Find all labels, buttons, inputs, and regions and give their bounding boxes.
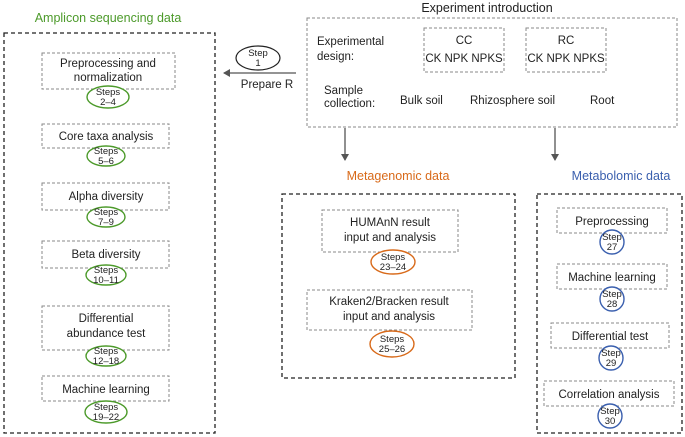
step-badge-30: [597, 403, 623, 429]
step-badge-5-6-line2: 5–6: [98, 156, 114, 167]
cc-treatments: CK NPK NPKS: [425, 53, 503, 65]
step-badge-27-line2: 27: [607, 242, 618, 253]
design-label-line1: Experimental: [317, 36, 384, 48]
step-badge-28-line2: 28: [607, 299, 618, 310]
step-badge-10-11-line1: Steps: [94, 265, 119, 276]
step-badge-2-4-line2: 2–4: [100, 97, 116, 108]
step-badge-2-4-line1: Steps: [96, 87, 121, 98]
step-badge-19-22-line2: 19–22: [93, 412, 119, 423]
kraken-line2: input and analysis: [343, 311, 435, 323]
rc-box: [525, 27, 607, 73]
amplicon-preprocessing-line2: normalization: [74, 72, 142, 84]
step-badge-30-line2: 30: [605, 416, 616, 427]
step-badge-29: [598, 345, 624, 371]
metabolomic-correlation-box: [543, 380, 675, 407]
cc-title: CC: [456, 35, 473, 47]
experiment-frame: [306, 17, 678, 128]
sample-label-line2: collection:: [324, 98, 375, 110]
metabolomic-differential-label: Differential test: [572, 331, 649, 343]
step-badge-25-26: [369, 330, 415, 358]
cc-box: [423, 27, 505, 73]
step-badge-5-6-line1: Steps: [94, 146, 119, 157]
step-badge-1-line1: Step: [248, 48, 268, 59]
step-badge-19-22: [84, 400, 128, 424]
amplicon-differential-line1: Differential: [79, 313, 134, 325]
step-badge-12-18: [85, 345, 127, 367]
sample-bulk-soil: Bulk soil: [400, 95, 443, 107]
design-label-line2: design:: [317, 51, 354, 63]
metabolomic-preprocessing-box: [556, 207, 668, 234]
rc-treatments: CK NPK NPKS: [527, 53, 605, 65]
amplicon-title: Amplicon sequencing data: [35, 11, 182, 25]
step-badge-25-26-line1: Steps: [380, 334, 405, 345]
step-badge-7-9-line1: Steps: [94, 207, 119, 218]
prepare-r-label: Prepare R: [241, 79, 293, 91]
amplicon-differential-box: [41, 305, 170, 351]
step-badge-19-22-line1: Steps: [94, 402, 119, 413]
metabolomic-title: Metabolomic data: [572, 169, 671, 183]
amplicon-differential-line2: abundance test: [67, 328, 146, 340]
amplicon-ml-label: Machine learning: [62, 384, 150, 396]
step-badge-10-11-line2: 10–11: [93, 275, 119, 286]
rc-title: RC: [558, 35, 575, 47]
metabolomic-correlation-label: Correlation analysis: [559, 389, 660, 401]
step-badge-2-4: [86, 85, 130, 109]
step-badge-12-18-line2: 12–18: [93, 356, 119, 367]
amplicon-ml-box: [41, 375, 170, 402]
experiment-title: Experiment introduction: [421, 1, 552, 15]
step-badge-28-line1: Step: [602, 289, 622, 300]
metabolomic-preprocessing-label: Preprocessing: [575, 216, 649, 228]
metabolomic-ml-box: [556, 263, 668, 290]
kraken-line1: Kraken2/Bracken result: [329, 296, 449, 308]
humann-line1: HUMAnN result: [350, 217, 431, 229]
step-badge-7-9: [86, 206, 126, 228]
metagenomic-frame: [281, 193, 516, 379]
step-badge-1-line2: 1: [255, 58, 260, 69]
amplicon-alpha-label: Alpha diversity: [69, 191, 144, 203]
sample-rhizosphere-soil: Rhizosphere soil: [470, 95, 555, 107]
step-badge-10-11: [85, 264, 127, 286]
metabolomic-ml-label: Machine learning: [568, 272, 656, 284]
amplicon-frame: [3, 32, 216, 434]
amplicon-beta-box: [41, 240, 170, 269]
step-badge-7-9-line2: 7–9: [98, 217, 114, 228]
humann-box: [321, 209, 459, 253]
step-badge-27-line1: Step: [602, 232, 622, 243]
sample-label-line1: Sample: [324, 85, 363, 97]
step-badge-30-line1: Step: [600, 406, 620, 417]
step-badge-5-6: [86, 145, 126, 167]
amplicon-core-box: [41, 123, 170, 149]
step-badge-12-18-line1: Steps: [94, 346, 119, 357]
step-badge-29-line1: Step: [601, 348, 621, 359]
sample-root: Root: [590, 95, 615, 107]
step-badge-23-24-line1: Steps: [381, 252, 406, 263]
humann-line2: input and analysis: [344, 232, 436, 244]
step-badge-23-24-line2: 23–24: [380, 262, 406, 273]
step-badge-27: [599, 229, 625, 255]
step-badge-28: [599, 286, 625, 312]
step-badge-25-26-line2: 25–26: [379, 344, 405, 355]
amplicon-preprocessing-line1: Preprocessing and: [60, 58, 156, 70]
step-badge-29-line2: 29: [606, 358, 617, 369]
metabolomic-frame: [536, 193, 683, 434]
metagenomic-title: Metagenomic data: [347, 169, 450, 183]
amplicon-beta-label: Beta diversity: [71, 249, 140, 261]
amplicon-alpha-box: [41, 182, 170, 211]
amplicon-core-label: Core taxa analysis: [59, 131, 154, 143]
step-badge-1: [235, 45, 281, 71]
step-badge-23-24: [370, 249, 416, 275]
kraken-box: [306, 289, 473, 331]
